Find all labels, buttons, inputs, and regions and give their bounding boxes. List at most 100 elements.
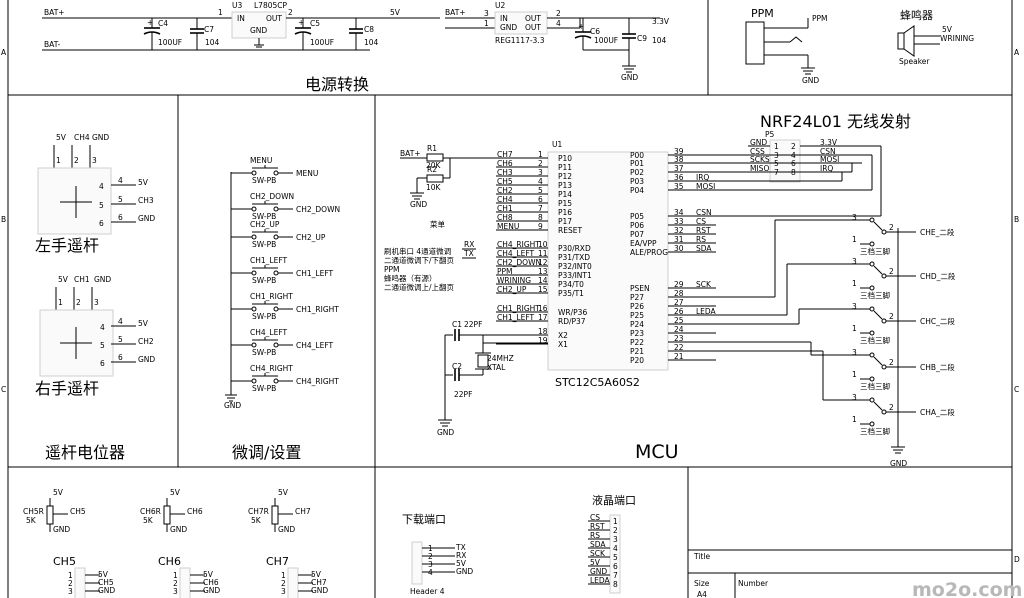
mcu-pin-name: P20 (630, 356, 644, 365)
trim-button-name: CH1_RIGHT (250, 292, 293, 301)
aux-header-net: CH7 (311, 578, 327, 587)
c6-label: C6 (590, 27, 600, 36)
mcu-pin-number: 2 (538, 159, 543, 168)
mcu-pin-net: WRINING (497, 276, 531, 285)
mcu-pin-name: P12 (558, 172, 572, 181)
mcu-pin-number: 9 (538, 222, 543, 231)
mcu-pin-net: CH6 (497, 159, 513, 168)
mcu-pin-name: RD/P37 (558, 317, 586, 326)
svg-text:3: 3 (484, 9, 489, 18)
lcd-pin-net: SDA (590, 540, 606, 549)
mcu-ref: U1 (552, 140, 562, 149)
right-joystick-name: 右手遥杆 (35, 379, 99, 398)
section-title-rf: NRF24L01 无线发射 (760, 112, 911, 131)
switch-pin-3: 3 (852, 393, 857, 402)
lcd-header (609, 514, 621, 594)
mcu-pin-net: CH5 (497, 177, 513, 186)
trim-button-net: CH2_DOWN (296, 205, 340, 214)
svg-text:BAT+: BAT+ (445, 8, 466, 17)
nrf-header-body (769, 139, 801, 183)
trim-buttons: MENUSW-PBMENUCH2_DOWNSW-PBCH2_DOWNCH2_UP… (231, 156, 340, 393)
ppm-gnd: GND (802, 76, 819, 85)
pot-vcc: 5V (53, 488, 64, 497)
mcu-pin-number: 39 (674, 147, 684, 156)
mcu-pin-number: 16 (538, 304, 548, 313)
border-letter-left-a: A (1, 48, 7, 57)
pot-value: 5K (251, 516, 262, 525)
buzzer: 蜂鸣器 5V WRINING Speaker (897, 8, 974, 66)
left-joystick-body (37, 167, 112, 235)
trim-button-net: CH1_RIGHT (296, 305, 339, 314)
watermark: mo2o.com (912, 579, 1022, 598)
mcu-pin-net: SCK (696, 280, 712, 289)
mcu-pin-name: P07 (630, 230, 644, 239)
border-letter-c: C (1014, 385, 1019, 394)
mcu-pin-name: P16 (558, 208, 572, 217)
lcd-pin-net: CS (590, 513, 600, 522)
mcu-pin-number: 36 (674, 173, 684, 182)
mcu-pin-name: P21 (630, 347, 644, 356)
titleblock-size-value: A4 (697, 590, 707, 598)
mcu-pin-net: MOSI (696, 182, 715, 191)
mcu-pin-net: PPM (497, 267, 513, 276)
switch-pin-1: 1 (852, 324, 857, 333)
svg-text:二通道微调上/上翻页: 二通道微调上/上翻页 (384, 282, 455, 292)
mcu-pin-net: IRQ (696, 173, 709, 182)
mcu-pin-name: P04 (630, 186, 644, 195)
pot-net: CH6 (187, 507, 203, 516)
pot-gnd: GND (170, 525, 187, 534)
mcu-pin-number: 1 (538, 150, 543, 159)
switch-part: 三档三脚 (860, 290, 890, 300)
aux-header-pin: 1 (68, 571, 73, 580)
nrf-pin-net: MOSI (820, 155, 839, 164)
aux-header-pin: 1 (281, 571, 286, 580)
mcu-pin-number: 8 (538, 213, 543, 222)
buzzer-net: WRINING (940, 34, 974, 43)
svg-text:CH3: CH3 (138, 196, 154, 205)
mcu-pin-number: 14 (538, 276, 548, 285)
lcd-pin-number: 4 (613, 544, 618, 553)
mcu-pin-name: P32/INT0 (558, 262, 592, 271)
switch-part: 三档三脚 (860, 381, 890, 391)
mcu-pin-net: CH7 (497, 150, 513, 159)
section-borders (7, 0, 1013, 598)
r2-value: 10K (426, 183, 442, 192)
lcd-pin-net: GND (590, 567, 607, 576)
switch-pin-3: 3 (852, 257, 857, 266)
buzzer-title: 蜂鸣器 (900, 8, 933, 22)
svg-text:2: 2 (74, 156, 79, 165)
mcu-block: U1 STC12C5A60S2 BAT+ R1 20K R2 10K GND 菜… (384, 140, 669, 437)
trim-button-name: CH1_LEFT (250, 256, 287, 265)
nrf-pin-net: CSS (750, 147, 765, 156)
mcu-pin-number: 13 (538, 267, 548, 276)
border-letter-left-c: C (1, 385, 6, 394)
aux-header-net: 5V (98, 570, 109, 579)
nrf-pin-number: 1 (774, 142, 779, 151)
mcu-pin-name: P14 (558, 190, 572, 199)
section-title-joystick: 遥杆电位器 (45, 443, 125, 462)
download-pin-net: GND (456, 567, 473, 576)
u3-ref: U3 (232, 1, 242, 10)
trim-button-net: CH1_LEFT (296, 269, 333, 278)
svg-text:5: 5 (118, 335, 123, 344)
aux-header-net: 5V (203, 570, 214, 579)
lcd-pin-net: 5V (590, 558, 601, 567)
nrf-pin-number: 2 (791, 142, 796, 151)
mcu-pin-name: P17 (558, 217, 572, 226)
titleblock-title: Title (693, 552, 710, 561)
